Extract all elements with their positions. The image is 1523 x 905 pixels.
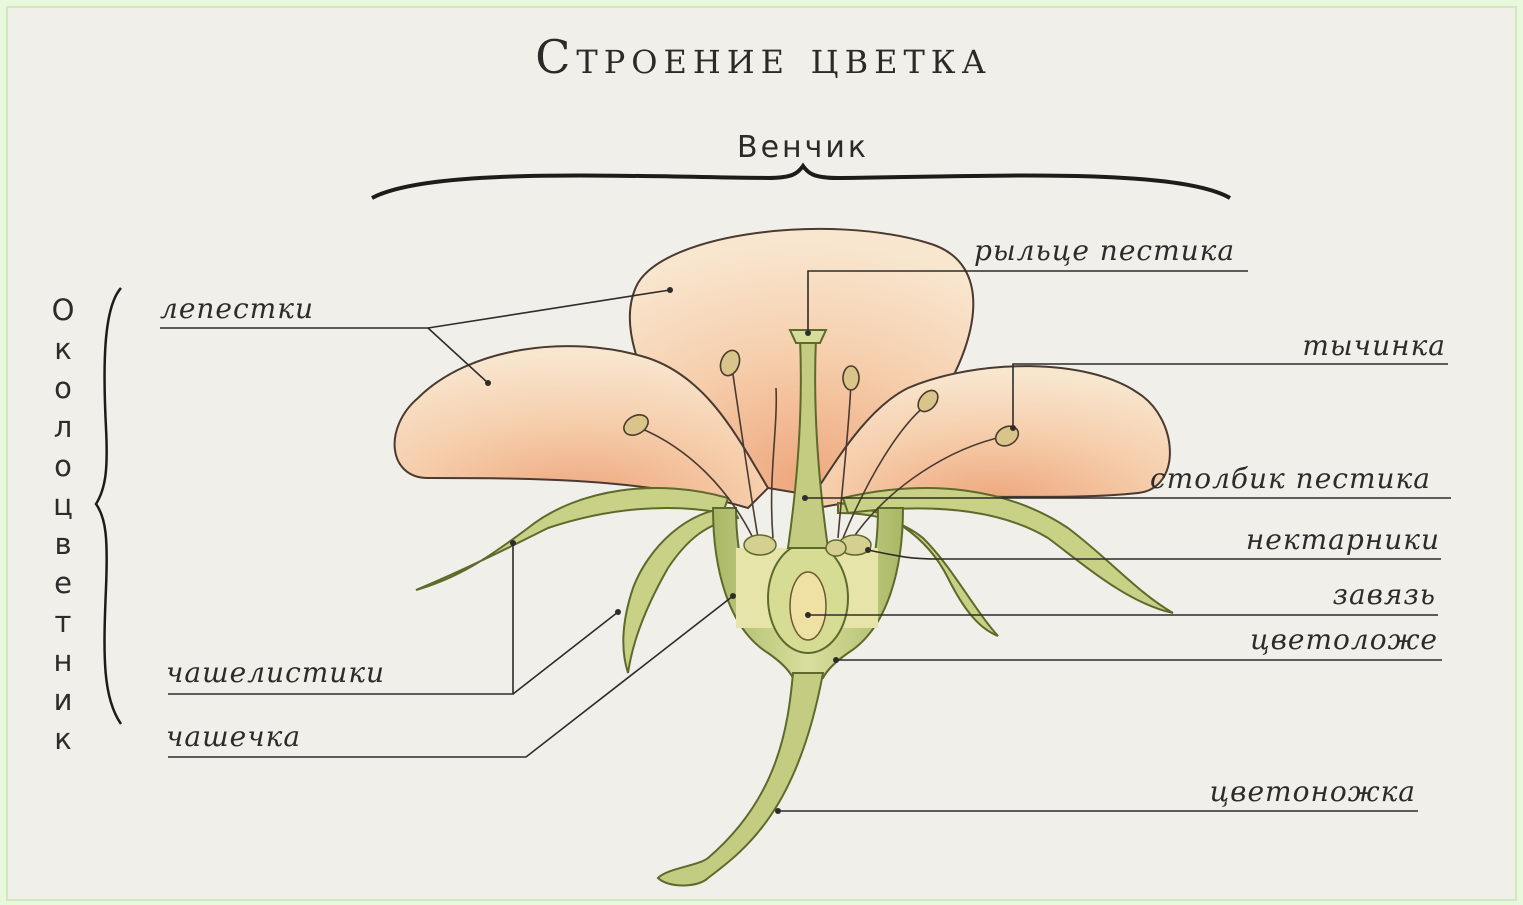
label-stigma: рыльце пестика: [974, 234, 1235, 267]
perianth-label: Околоцветник: [48, 291, 78, 759]
label-calyx: чашечка: [166, 720, 301, 753]
page-title: Строение цветка: [8, 30, 1517, 84]
label-sepals: чашелистики: [166, 656, 385, 689]
label-style: столбик пестика: [1150, 462, 1431, 495]
label-ovary: завязь: [1208, 578, 1436, 611]
corolla-label: Венчик: [568, 130, 1038, 165]
perianth-bracket: [96, 288, 121, 724]
label-pedicel: цветоножка: [1138, 775, 1416, 808]
diagram-frame: Строение цветка Венчик Околоцветник лепе…: [6, 6, 1517, 901]
pedicel: [658, 673, 823, 886]
corolla-brace: [372, 166, 1230, 198]
label-nectaries: нектарники: [1188, 523, 1440, 556]
label-receptacle: цветоложе: [1188, 623, 1438, 656]
label-stamen: тычинка: [1188, 329, 1446, 362]
label-petals: лепестки: [160, 292, 314, 325]
